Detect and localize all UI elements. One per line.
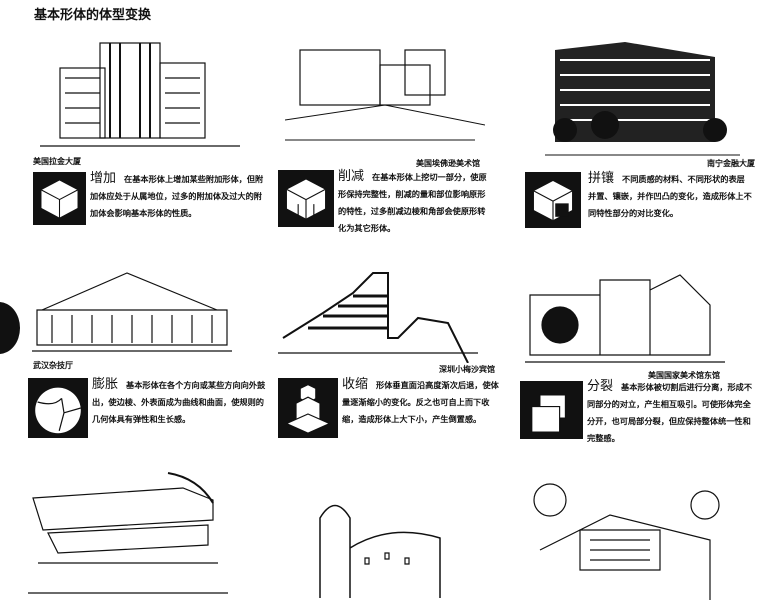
larkin-building-drawing <box>40 42 240 147</box>
caption-everson: 美国埃佛逊美术馆 <box>416 159 480 168</box>
contraction-icon <box>278 378 338 438</box>
caption-wuhan: 武汉杂技厅 <box>33 361 73 370</box>
desc-inlay: 拼镶不同质感的材料、不同形状的表层并置、镶嵌，并作凹凸的变化，造成形体上不同特性… <box>588 171 752 218</box>
page-title: 基本形体的体型变换 <box>34 8 152 23</box>
caption-larkin: 美国拉金大厦 <box>33 157 81 166</box>
caption-nanning: 南宁金融大厦 <box>707 159 755 168</box>
expansion-icon <box>28 378 88 438</box>
desc-expansion: 膨胀基本形体在各个方向或某些方向向外鼓出，使边棱、外表面成为曲线和曲面，使规则的… <box>92 377 266 424</box>
inlay-icon <box>525 172 581 228</box>
subtraction-icon <box>278 170 334 227</box>
nanning-finance-building-drawing <box>545 42 740 156</box>
desc-contraction: 收缩形体垂直面沿高度渐次后退，使体量逐渐缩小的变化。反之也可自上而下收缩，造成形… <box>342 377 499 424</box>
desc-split: 分裂基本形体被切割后进行分离，形成不同部分的对立，产生相互吸引。可使形体完全分开… <box>587 379 753 443</box>
building-with-trees-drawing <box>533 483 720 600</box>
page-edge-tab <box>0 302 20 354</box>
guggenheim-drawing <box>28 472 228 594</box>
split-icon <box>520 381 583 439</box>
wuhan-acrobatics-hall-drawing <box>32 272 232 352</box>
desc-addition: 增加在基本形体上增加某些附加形体，但附加体应处于从属地位，过多的附加体及过大的附… <box>90 171 264 218</box>
caption-national-gallery: 美国国家美术馆东馆 <box>648 371 720 380</box>
caption-xiaomeisha: 深圳小梅沙宾馆 <box>439 365 495 374</box>
ronchamp-chapel-drawing <box>319 504 441 598</box>
everson-museum-drawing <box>285 49 485 141</box>
addition-icon <box>33 172 86 225</box>
desc-subtraction: 削减在基本形体上挖切一部分，使原形保持完整性，削减的量和部位影响原形的特性，过多… <box>338 169 487 233</box>
national-gallery-east-drawing <box>525 274 725 363</box>
xiaomeisha-hotel-drawing <box>278 272 478 363</box>
